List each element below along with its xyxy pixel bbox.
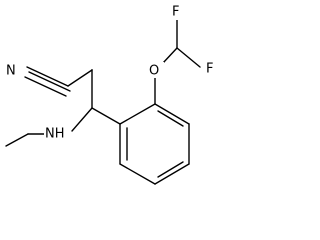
chf2-to-f-right-bond bbox=[176, 47, 201, 68]
ethyl-bond bbox=[5, 133, 29, 147]
ring-bond-6 bbox=[119, 103, 156, 125]
nitrile-bond-3 bbox=[24, 76, 67, 97]
nitrile-bond-1 bbox=[26, 66, 69, 87]
ring-bond-3 bbox=[154, 163, 190, 185]
central-carbon-to-ring-bond bbox=[91, 107, 121, 125]
oxygen-to-chf2-bond bbox=[162, 47, 178, 64]
central-carbon-to-nh-bond bbox=[71, 107, 93, 132]
atom-labels: N O F F NH bbox=[4, 4, 218, 142]
atom-label-fluorine-top: F bbox=[172, 5, 179, 20]
molecule-structure-diagram: N O F F NH bbox=[4, 4, 218, 185]
atom-label-ether-o: O bbox=[149, 64, 159, 79]
atom-label-nitrile-n: N bbox=[6, 64, 16, 79]
atom-label-amine-nh: NH bbox=[45, 127, 65, 142]
atom-label-fluorine-right: F bbox=[206, 62, 213, 77]
ring-bond-2 bbox=[119, 163, 156, 185]
ring-double-bond-2 bbox=[157, 161, 184, 178]
nitrile-bond-2 bbox=[28, 71, 71, 92]
ring-bond-5 bbox=[154, 103, 190, 125]
bonds bbox=[5, 19, 201, 185]
methyl-bond bbox=[67, 69, 93, 87]
ring-double-bond-3 bbox=[157, 110, 184, 127]
